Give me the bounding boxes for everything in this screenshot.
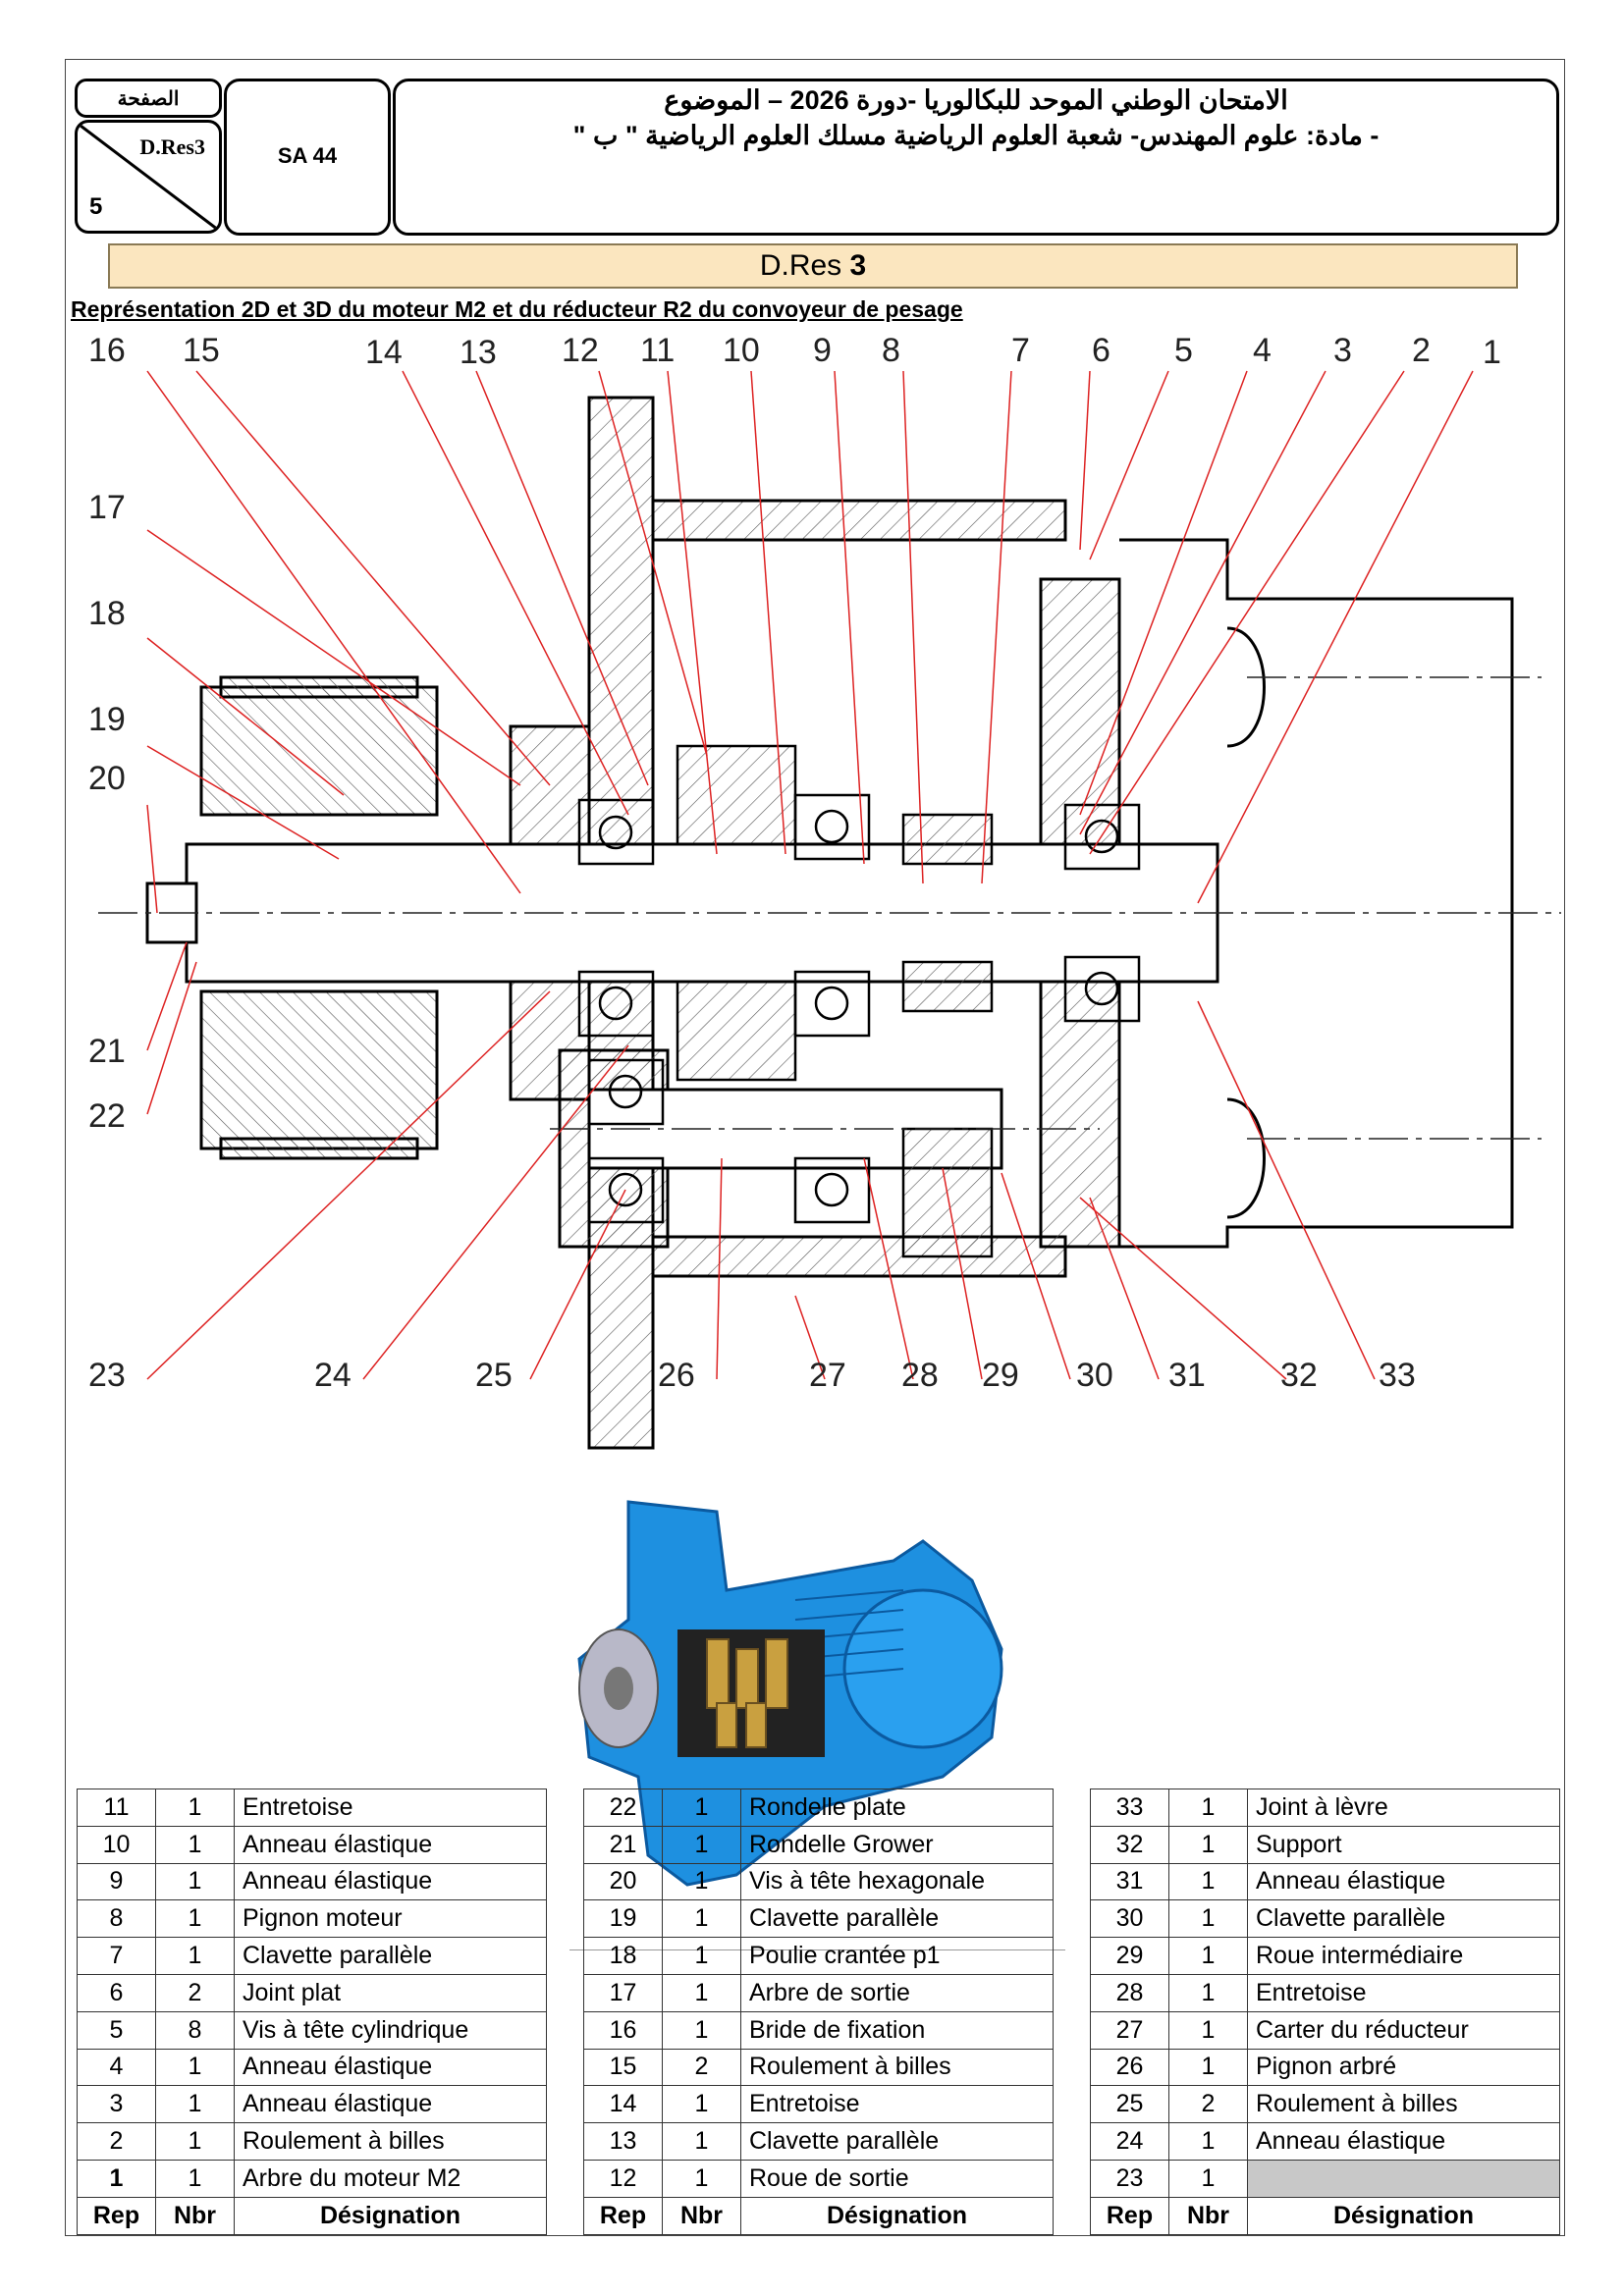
label-5: 5	[1174, 332, 1193, 369]
label-10: 10	[723, 332, 760, 369]
label-14: 14	[365, 334, 403, 371]
label-15: 15	[183, 332, 220, 369]
pulley	[199, 675, 439, 1160]
exam-code: SA 44	[277, 143, 338, 168]
label-1: 1	[1483, 334, 1501, 371]
label-3: 3	[1333, 332, 1352, 369]
banner-number: 3	[849, 249, 867, 282]
banner-prefix: D.Res	[759, 249, 850, 282]
title-box	[393, 79, 1559, 236]
diagonal-line	[80, 124, 219, 231]
page-label: الصفحة	[75, 79, 222, 118]
label-9: 9	[813, 332, 832, 369]
label-6: 6	[1092, 332, 1110, 369]
label-29: 29	[982, 1357, 1019, 1394]
label-27: 27	[809, 1357, 846, 1394]
label-18: 18	[88, 595, 126, 632]
exam-title-line2: - مادة: علوم المهندس- شعبة العلوم الرياض…	[572, 121, 1380, 150]
label-8: 8	[882, 332, 900, 369]
code-box	[224, 79, 391, 236]
page-number-box: D.Res3 5	[75, 120, 222, 234]
label-21: 21	[88, 1033, 126, 1070]
label-7: 7	[1011, 332, 1030, 369]
label-33: 33	[1379, 1357, 1416, 1394]
leader-lines	[146, 370, 1474, 1380]
section-banner: D.Res 3	[108, 243, 1518, 289]
label-31: 31	[1168, 1357, 1206, 1394]
label-17: 17	[88, 489, 126, 526]
label-24: 24	[314, 1357, 352, 1394]
label-13: 13	[460, 334, 497, 371]
label-2: 2	[1412, 332, 1431, 369]
label-32: 32	[1280, 1357, 1318, 1394]
exam-title-line1: الامتحان الوطني الموحد للبكالوريا -دورة …	[664, 85, 1288, 115]
page-frame	[65, 59, 1565, 2236]
technical-drawing	[98, 370, 1561, 1450]
bearings	[577, 793, 1141, 1224]
label-19: 19	[88, 701, 126, 738]
label-20: 20	[88, 760, 126, 797]
label-16: 16	[88, 332, 126, 369]
label-30: 30	[1076, 1357, 1113, 1394]
label-12: 12	[562, 332, 599, 369]
center-lines	[98, 676, 1561, 1140]
page-number: 5	[89, 193, 103, 220]
doc-code: D.Res3	[139, 134, 205, 159]
section-subtitle: Représentation 2D et 3D du moteur M2 et …	[71, 296, 963, 322]
label-28: 28	[901, 1357, 939, 1394]
label-22: 22	[88, 1097, 126, 1135]
blank-designation-cell[interactable]	[1247, 2159, 1560, 2198]
label-23: 23	[88, 1357, 126, 1394]
label-4: 4	[1253, 332, 1272, 369]
label-26: 26	[658, 1357, 695, 1394]
label-11: 11	[640, 332, 676, 369]
exam-title: الامتحان الوطني الموحد للبكالوريا -دورة …	[397, 82, 1555, 153]
label-25: 25	[475, 1357, 513, 1394]
